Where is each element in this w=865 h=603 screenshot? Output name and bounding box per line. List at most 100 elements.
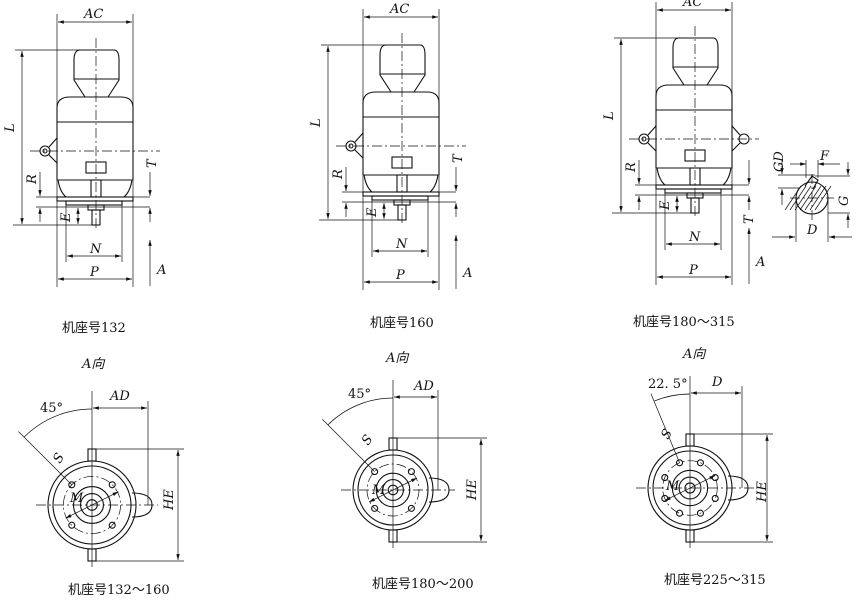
flange [362, 191, 440, 197]
flange [56, 196, 134, 202]
dim-HE: HE [755, 481, 770, 503]
angle-arc [327, 397, 394, 426]
dim-HE: HE [465, 479, 480, 501]
bolt-hole [696, 459, 704, 467]
motor-body [362, 91, 440, 175]
angle-arc [653, 393, 691, 402]
dim-T: T [742, 214, 757, 224]
end-shield [363, 174, 439, 193]
dim-AD: AD [413, 379, 434, 394]
dim-AD: D [711, 375, 723, 390]
side-view-geometry [13, 14, 160, 287]
dim-R: R [331, 169, 346, 180]
flange-spigot [371, 195, 429, 201]
side-view-132: AC L R T E N P A 机座号132 [3, 7, 166, 336]
terminal-box [73, 49, 120, 98]
end-shield [57, 179, 133, 198]
flange-spigot [664, 188, 722, 194]
end-view-225-315: A向 22. 5° D S M HE 机座号225～315 [648, 347, 770, 588]
end-view-geometry [636, 376, 773, 548]
angle-label: 45° [40, 401, 63, 416]
dim-R: R [25, 174, 40, 185]
dim-S: S [359, 432, 376, 448]
dim-AD: AD [109, 389, 130, 404]
dim-E: E [59, 212, 74, 223]
view-arrow-A: A [462, 266, 472, 281]
terminal-box [672, 37, 719, 86]
outline [48, 137, 58, 164]
dim-R: R [624, 162, 639, 173]
bolt-hole [676, 509, 684, 517]
side-view-geometry [319, 9, 466, 290]
caption: 机座号225～315 [664, 573, 766, 588]
dim-L: L [602, 111, 617, 121]
dim-N: N [395, 237, 408, 252]
dim-AC: AC [83, 7, 103, 22]
bolt-hole [68, 521, 76, 529]
motor-body [655, 84, 733, 168]
bolt-hole [371, 468, 379, 476]
shaft-section-geometry [772, 160, 852, 242]
caption: 机座号160 [370, 316, 434, 331]
angle-label: 22. 5° [648, 377, 688, 392]
caption: 机座号132 [62, 321, 126, 336]
dim-HE: HE [162, 489, 177, 511]
view-title: A向 [385, 351, 409, 366]
view-title: A向 [682, 347, 706, 362]
end-view-geometry [18, 391, 184, 567]
side-view-160: AC L R T E N P A 机座号160 [309, 2, 472, 331]
end-shield [656, 167, 732, 186]
outline [731, 125, 741, 152]
motor-body [56, 96, 134, 180]
dim-M: M [665, 479, 680, 494]
dim-line-M [664, 475, 716, 501]
caption: 机座号132～160 [68, 583, 170, 598]
dim-T: T [145, 158, 160, 168]
dim-S: S [50, 451, 67, 466]
view-arrow-A: A [156, 263, 166, 278]
angle-arc [23, 408, 93, 438]
side-view-180-315: AC L R T E N P A 机座号180～315 [602, 0, 765, 330]
dim-M: M [69, 491, 84, 506]
outline [354, 132, 364, 159]
dim-D: D [806, 223, 818, 238]
key [804, 175, 819, 190]
dim-AC: AC [389, 2, 409, 17]
dim-T: T [451, 153, 466, 163]
flange [655, 184, 733, 190]
bolt-hole [711, 494, 719, 502]
end-view-180-200: A向 45° AD S M HE 机座号180～200 [348, 351, 480, 592]
dim-P: P [395, 268, 405, 283]
shaft-section: GD F G D [772, 149, 852, 238]
dim-E: E [365, 207, 380, 218]
caption: 机座号180～200 [372, 577, 474, 592]
dim-P: P [688, 263, 698, 278]
view-title: A向 [81, 357, 105, 372]
dim-M: M [371, 483, 386, 498]
bolt-hole [68, 481, 76, 489]
dim-L: L [3, 123, 18, 133]
end-view-geometry [322, 380, 487, 548]
angle-label: 45° [348, 387, 371, 402]
dim-N: N [89, 242, 102, 257]
dim-L: L [309, 118, 324, 128]
side-view-geometry [612, 2, 759, 285]
bolt-hole [371, 504, 379, 512]
angle-leader [322, 419, 375, 472]
view-arrow-A: A [755, 255, 765, 270]
dim-N: N [688, 230, 701, 245]
dim-P: P [89, 265, 99, 280]
dim-F: F [819, 149, 830, 164]
caption: 机座号180～315 [633, 315, 735, 330]
angle-leader [18, 431, 73, 486]
bolt-hole [108, 481, 116, 489]
flange-spigot [65, 200, 123, 206]
dim-GD: GD [772, 151, 787, 172]
outline [647, 125, 657, 152]
dim-G: G [837, 196, 852, 206]
dim-line-M [368, 477, 418, 503]
angle-leader [650, 393, 680, 463]
dim-E: E [658, 200, 673, 211]
end-view-132-160: A向 45° AD S M HE 机座号132～160 [40, 357, 177, 598]
